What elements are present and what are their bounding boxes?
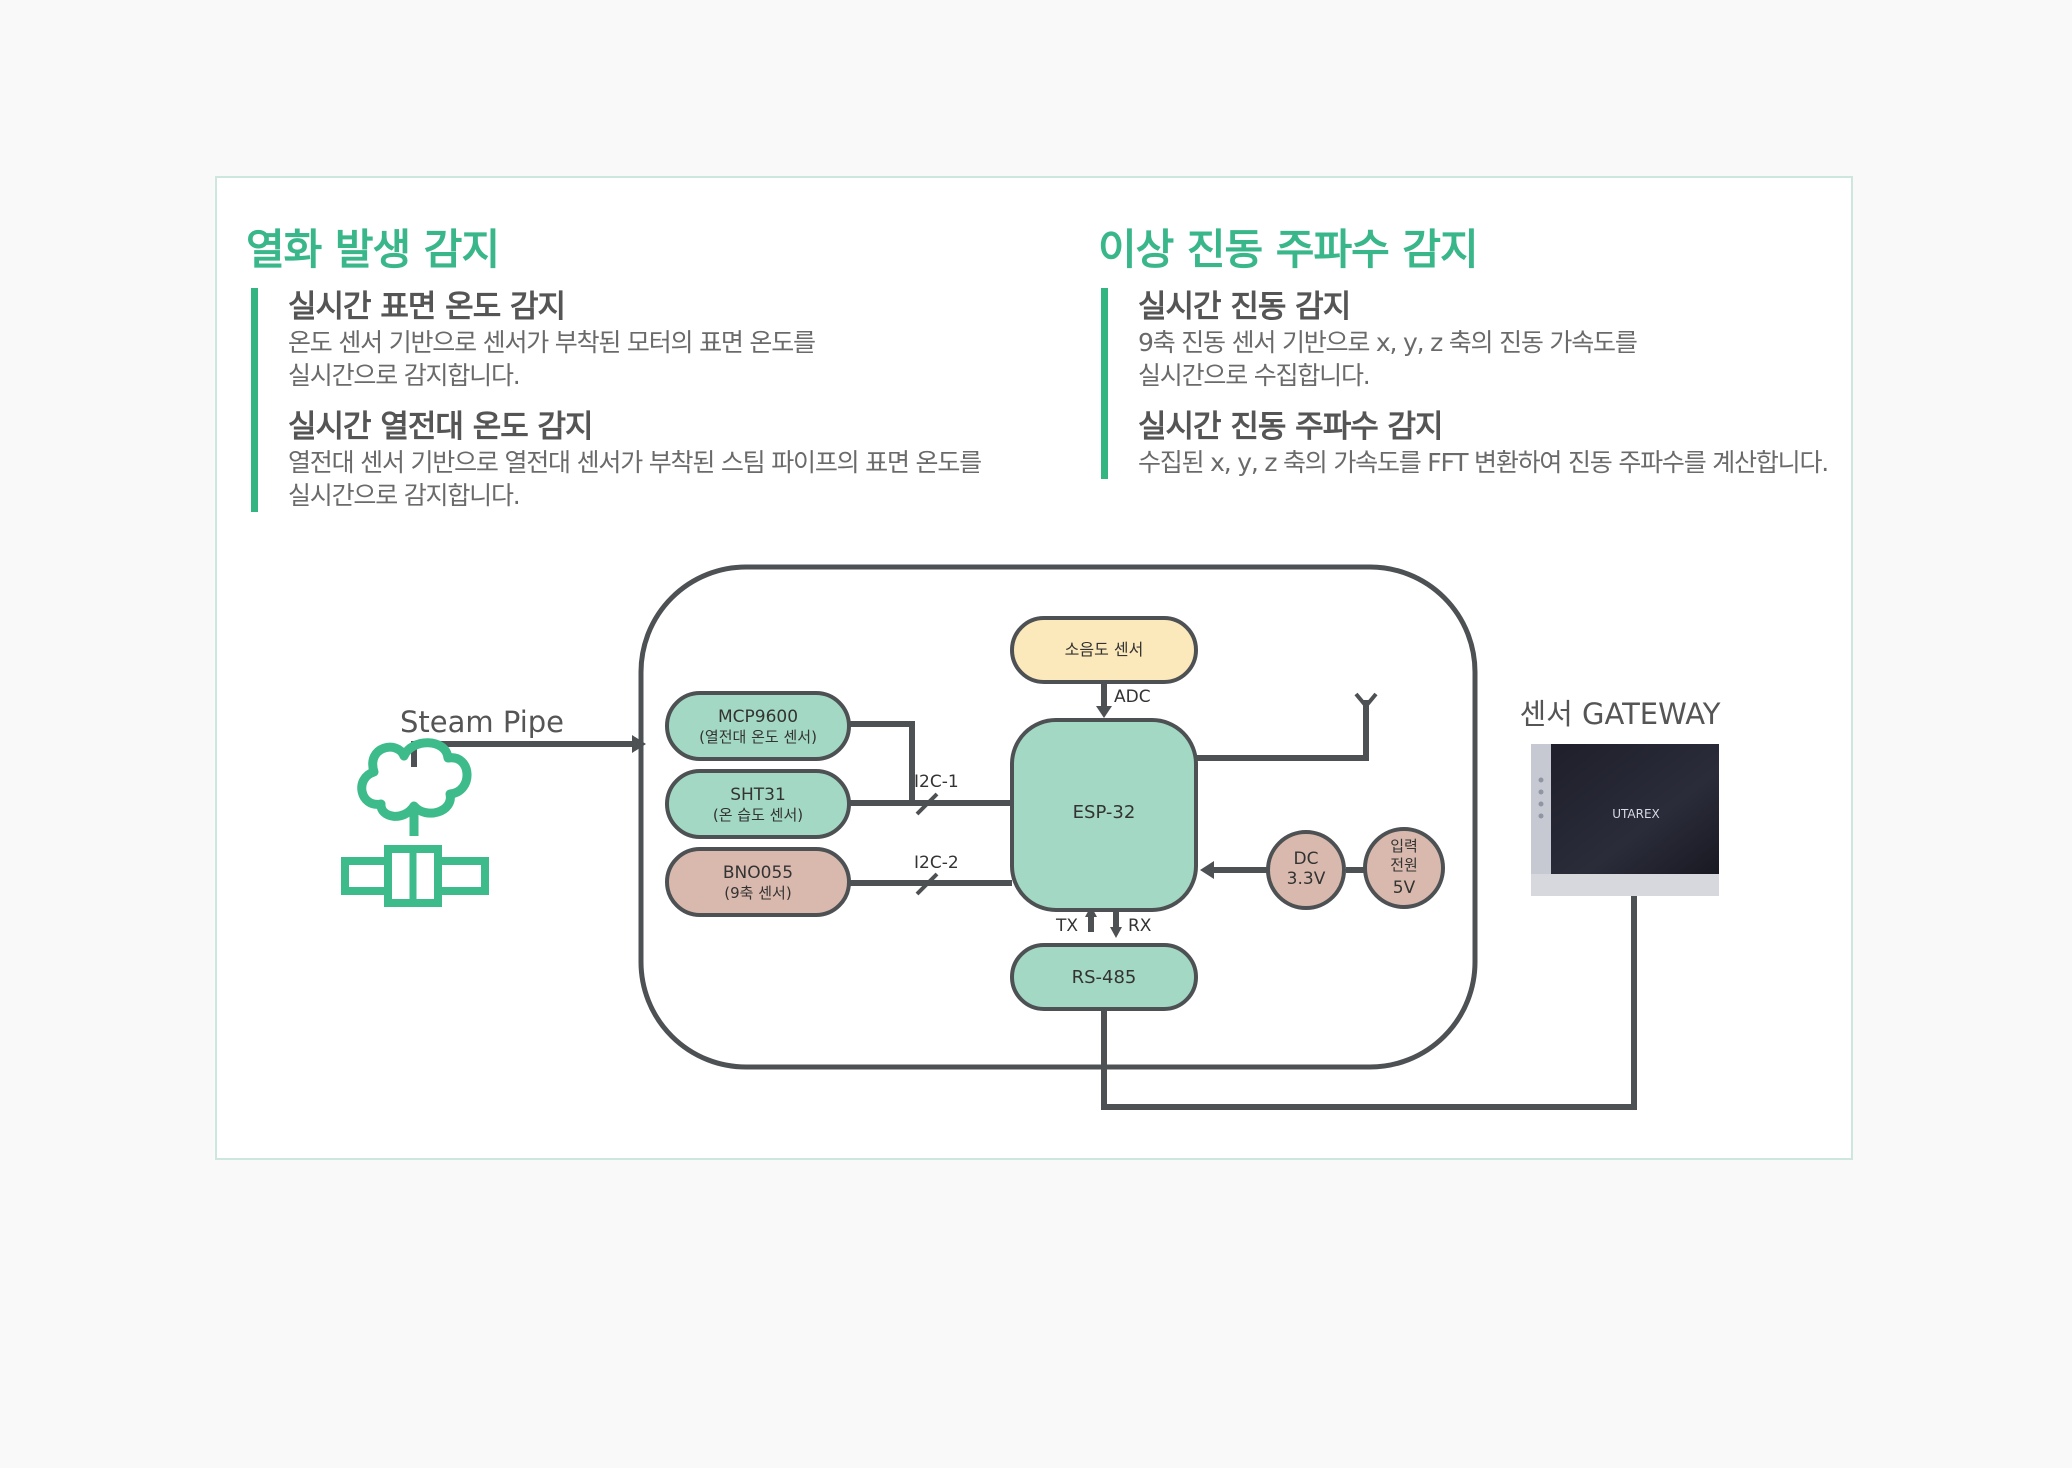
adc-label: ADC — [1114, 687, 1151, 707]
esp32-mcu — [1010, 718, 1198, 912]
mcp9600-sensor — [665, 691, 851, 761]
arrow-adc — [1096, 706, 1112, 718]
feature-desc: 열전대 센서 기반으로 열전대 센서가 부착된 스팀 파이프의 표면 온도를 실… — [288, 446, 982, 512]
mcp9600-desc: (열전대 온도 센서) — [699, 728, 817, 746]
feature-title: 실시간 열전대 온도 감지 — [288, 409, 594, 445]
feature-desc-line: 온도 센서 기반으로 센서가 부착된 모터의 표면 온도를 — [288, 328, 816, 357]
noise-sensor — [1010, 616, 1198, 684]
i2c1-label: I2C-1 — [914, 772, 959, 792]
input-power-label: 전원 — [1390, 856, 1418, 874]
feature-desc-line: 열전대 센서 기반으로 열전대 센서가 부착된 스팀 파이프의 표면 온도를 — [288, 448, 982, 477]
rx-label: RX — [1128, 916, 1152, 936]
feature-desc: 9축 진동 센서 기반으로 x, y, z 축의 진동 가속도를 실시간으로 수… — [1138, 326, 1828, 392]
feature-desc-line: 실시간으로 감지합니다. — [288, 361, 521, 390]
noise-sensor-label: 소음도 센서 — [1065, 640, 1144, 659]
arrow-into-enclosure — [632, 735, 646, 753]
sht31-label: SHT31 — [730, 785, 786, 805]
dc-voltage: 3.3V — [1287, 869, 1326, 889]
esp32-label: ESP-32 — [1073, 802, 1136, 823]
antenna-icon — [1354, 692, 1378, 710]
tx-label: TX — [1055, 916, 1078, 936]
dc-regulator — [1266, 830, 1346, 910]
feature-desc-line: 수집된 x, y, z 축의 가속도를 FFT 변환하여 진동 주파수를 계산합… — [1138, 448, 1829, 477]
sht31-desc: (온 습도 센서) — [713, 806, 803, 824]
input-power-label: 입력 — [1390, 837, 1418, 855]
feature-desc-line: 실시간으로 수집합니다. — [1138, 361, 1371, 390]
input-power — [1363, 827, 1445, 909]
feature-desc: 온도 센서 기반으로 센서가 부착된 모터의 표면 온도를 실시간으로 감지합니… — [288, 326, 981, 392]
arrowheads — [632, 706, 1214, 938]
rs485-label: RS-485 — [1072, 967, 1137, 988]
rs485-module — [1010, 943, 1198, 1011]
device-enclosure — [638, 564, 1478, 1070]
right-section-title: 이상 진동 주파수 감지 — [1098, 225, 1479, 274]
gateway-label: 센서 GATEWAY — [1519, 697, 1720, 731]
left-section-title: 열화 발생 감지 — [246, 225, 500, 274]
left-feature-list: 실시간 표면 온도 감지 온도 센서 기반으로 센서가 부착된 모터의 표면 온… — [251, 288, 982, 512]
feature-title: 실시간 진동 주파수 감지 — [1138, 409, 1444, 445]
feature-desc-line: 9축 진동 센서 기반으로 x, y, z 축의 진동 가속도를 — [1138, 328, 1638, 357]
steam-pipe-icon — [341, 738, 489, 907]
gateway-brand-logo: UTAREX — [1612, 807, 1660, 821]
bno055-label: BNO055 — [723, 863, 793, 883]
sensor-gateway-device: UTAREX — [1531, 744, 1719, 896]
feature-title: 실시간 진동 감지 — [1138, 289, 1351, 325]
rs485-gateway-line — [1101, 884, 1637, 1110]
bus-slash-marks — [915, 792, 939, 896]
feature-desc: 수집된 x, y, z 축의 가속도를 FFT 변환하여 진동 주파수를 계산합… — [1138, 446, 1829, 479]
sht31-sensor — [665, 769, 851, 839]
feature-desc-line: 실시간으로 감지합니다. — [288, 481, 521, 510]
arrow-dc-in — [1200, 861, 1214, 879]
bno055-desc: (9축 센서) — [724, 884, 791, 902]
steam-pipe-label: Steam Pipe — [400, 705, 564, 739]
arrow-rx — [1110, 927, 1122, 938]
dc-label: DC — [1294, 849, 1319, 869]
antenna-line — [1196, 700, 1369, 761]
mcp9600-line — [848, 721, 915, 802]
i2c2-label: I2C-2 — [914, 853, 959, 873]
feature-title: 실시간 표면 온도 감지 — [288, 289, 566, 325]
bno055-sensor — [665, 847, 851, 917]
mcp9600-label: MCP9600 — [718, 707, 798, 727]
input-power-voltage: 5V — [1393, 878, 1416, 898]
right-feature-list: 실시간 진동 감지 9축 진동 센서 기반으로 x, y, z 축의 진동 가속… — [1101, 288, 1829, 479]
